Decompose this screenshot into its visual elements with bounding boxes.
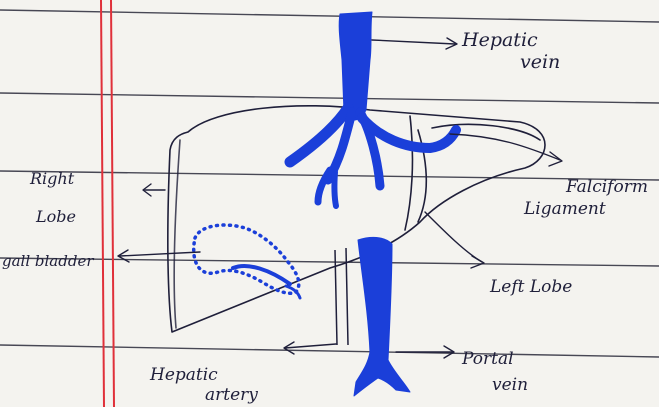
left-lobe-label: Left Lobe [489,277,572,297]
margin-lines [101,0,114,407]
portal-vein-vessel [354,237,410,396]
liver-outline [168,106,545,332]
pointer-arrows [118,38,562,358]
portal-vein-label: Portal vein [461,349,528,395]
falciform-ligament-label: Falciform Ligament [523,177,653,219]
gall-bladder-label: gall bladder [2,252,94,270]
hepatic-artery-label: Hepatic artery [149,365,258,405]
hepatic-vein-label: Hepatic vein [461,29,560,73]
right-lobe-label: Right Lobe [29,169,79,226]
